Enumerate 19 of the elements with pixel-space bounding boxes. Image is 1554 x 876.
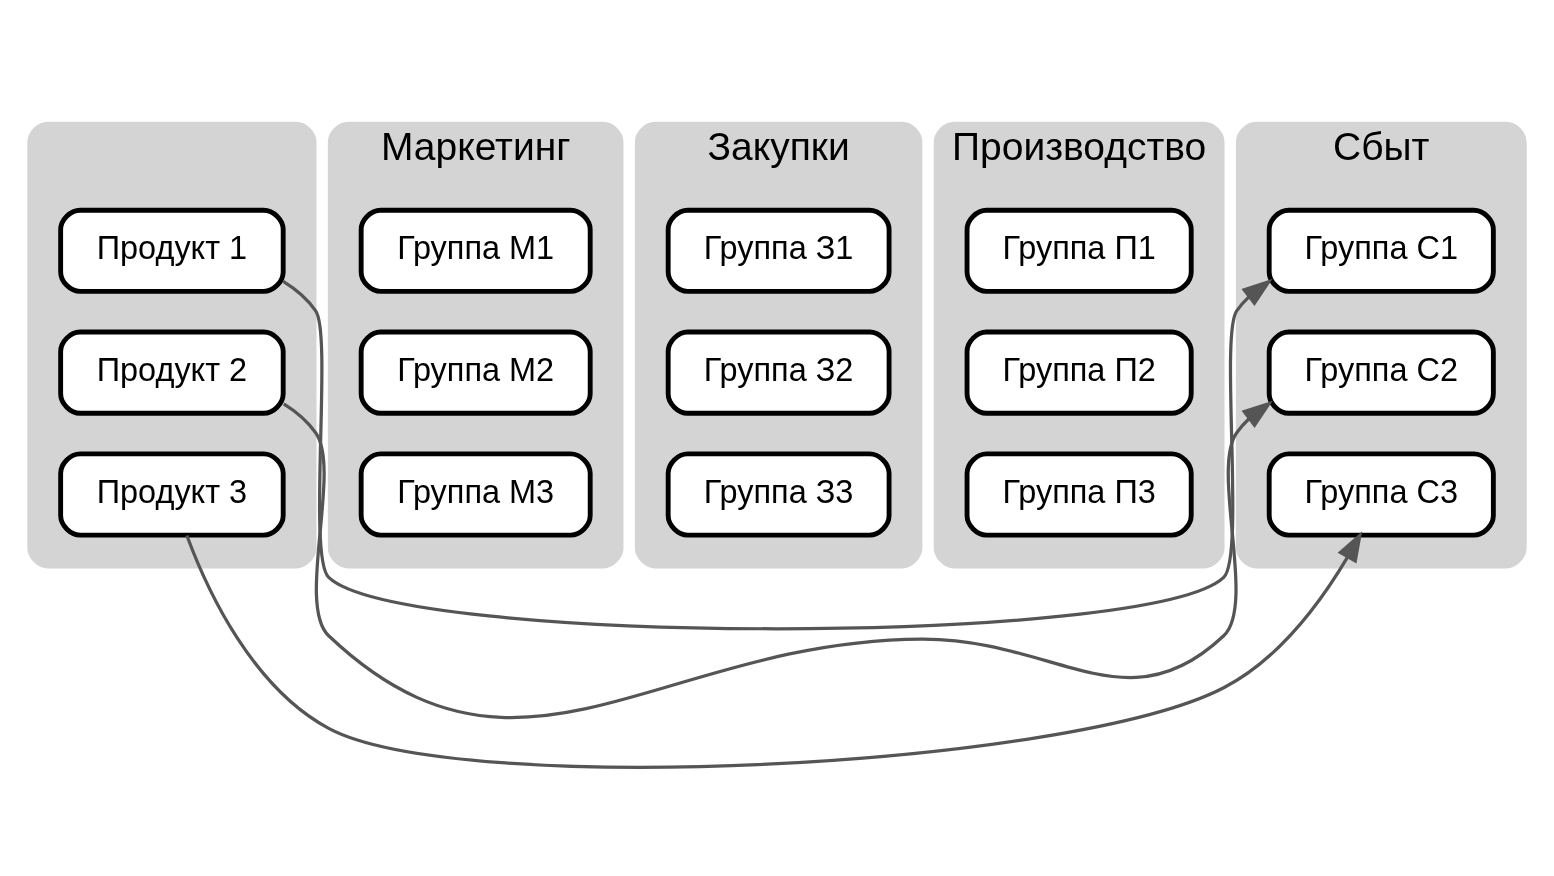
node-box: Продукт 3 bbox=[58, 450, 286, 538]
node-box: Группа М2 bbox=[358, 329, 593, 416]
node-box: Группа С1 bbox=[1266, 207, 1496, 294]
node-box: Группа П3 bbox=[964, 450, 1194, 538]
node-box: Группа С2 bbox=[1266, 329, 1496, 416]
node-box: Продукт 2 bbox=[58, 329, 286, 416]
node-box: Группа М3 bbox=[358, 450, 593, 538]
arrow bbox=[185, 530, 1363, 769]
node-box: Группа С3 bbox=[1266, 450, 1496, 538]
node-box: Группа З3 bbox=[665, 450, 892, 538]
node-box: Группа П2 bbox=[964, 329, 1194, 416]
arrow bbox=[282, 278, 1273, 630]
node-box: Группа З2 bbox=[665, 329, 892, 416]
node-box: Группа М1 bbox=[358, 207, 593, 294]
node-box: Группа З1 bbox=[665, 207, 892, 294]
cluster bbox=[27, 121, 317, 568]
arrow bbox=[282, 400, 1273, 719]
node-box: Группа П1 bbox=[964, 207, 1194, 294]
node-box: Продукт 1 bbox=[58, 207, 286, 294]
